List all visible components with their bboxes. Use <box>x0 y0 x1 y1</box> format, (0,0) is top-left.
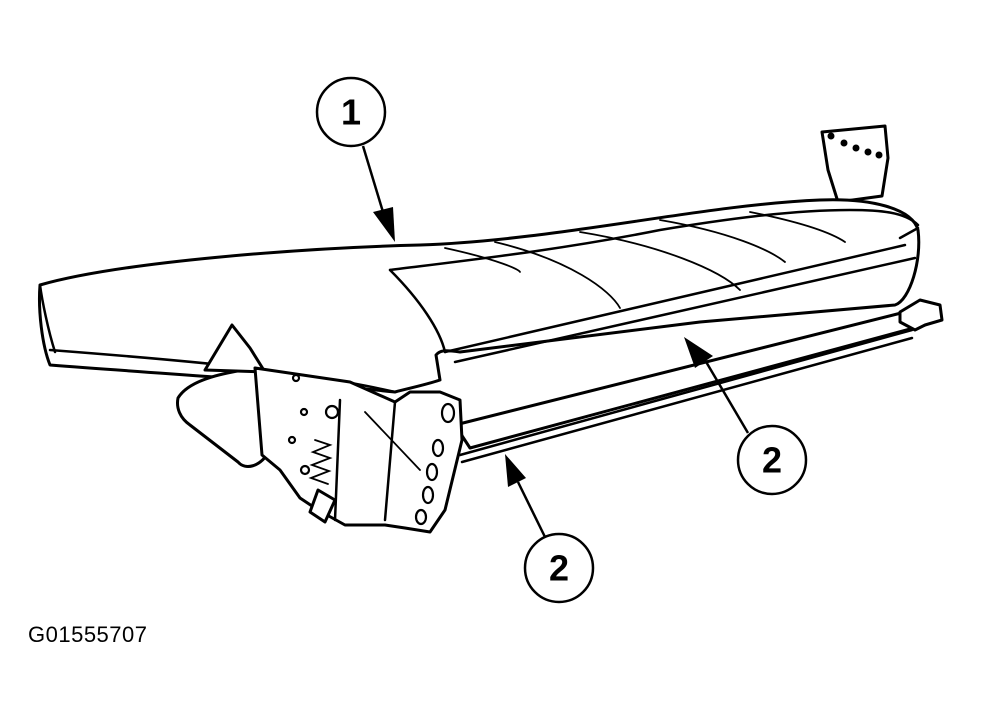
rear-hinge-bracket <box>820 124 890 204</box>
callout-1-leader <box>361 145 385 213</box>
callout-2-bottom-leader <box>516 481 547 538</box>
callout-2-bottom: 2 <box>505 454 595 604</box>
callout-2-bottom-circle <box>523 532 595 604</box>
callout-2-right-arrowhead <box>684 337 713 368</box>
callout-2-right: 2 <box>684 337 808 496</box>
recliner-mechanism <box>176 323 464 534</box>
seat-frame-rails <box>453 298 944 464</box>
callout-1: 1 <box>315 76 395 242</box>
callout-1-label: 1 <box>341 92 361 133</box>
figure-id: G01555707 <box>28 622 148 647</box>
callout-2-right-circle <box>736 424 808 496</box>
callout-2-right-leader <box>703 359 750 434</box>
callout-2-right-label: 2 <box>762 440 782 481</box>
callout-1-arrowhead <box>373 207 395 242</box>
callout-1-circle <box>315 76 387 148</box>
callout-2-bottom-label: 2 <box>549 548 569 589</box>
callout-2-bottom-arrowhead <box>505 454 526 487</box>
